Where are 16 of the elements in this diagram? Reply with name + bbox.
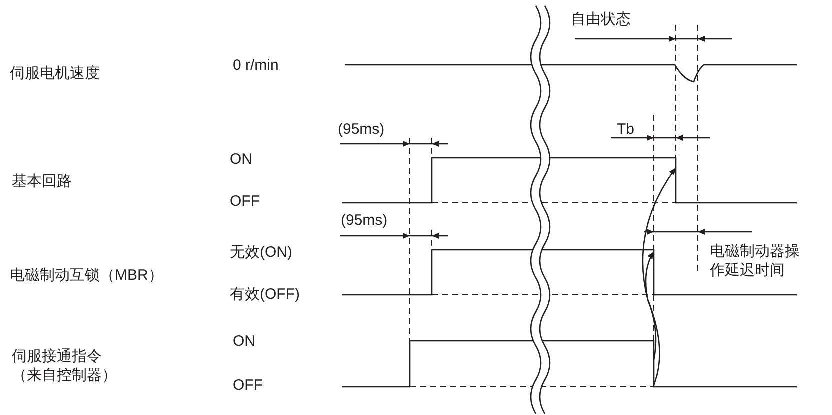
state-label: 有效(OFF) [230,285,300,304]
signal-name: 电磁制动互锁（MBR） [10,266,164,285]
time-label: (95ms) [341,211,388,230]
state-label: ON [230,150,252,169]
note-text: 电磁制动器操作延迟时间 [710,242,801,280]
state-label: ON [233,332,256,351]
time-label: (95ms) [338,120,385,139]
signal-name: 伺服接通指令（来自控制器） [12,347,118,385]
value-label: 0 r/min [233,56,279,75]
text-label: 自由状态 [571,10,631,29]
signal-name: 基本回路 [12,172,72,191]
signal-name: 伺服电机速度 [10,64,100,83]
state-label: OFF [230,192,260,211]
time-label: Tb [617,120,635,139]
state-label: OFF [233,376,263,395]
state-label: 无效(ON) [230,243,292,262]
